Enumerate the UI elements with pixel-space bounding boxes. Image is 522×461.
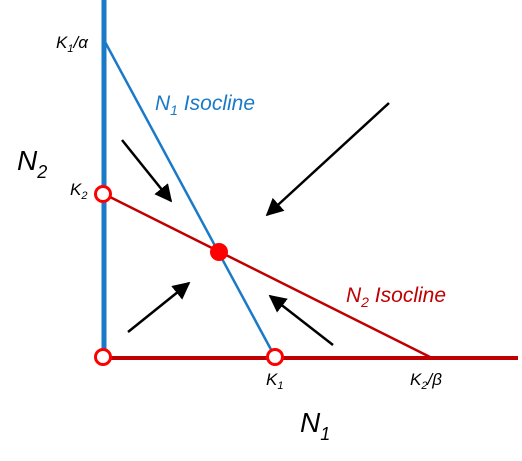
- stable-equilibrium: [210, 243, 228, 261]
- label-k2: K2: [70, 180, 87, 202]
- label-k1: K1: [266, 370, 283, 392]
- arrow-bottom-right: [268, 294, 334, 346]
- n2-isocline-line: [103, 192, 431, 359]
- unstable-equilibrium-origin: [94, 348, 112, 366]
- label-k1-over-alpha: K1/α: [56, 33, 89, 55]
- label-n1-isocline: N1 Isocline: [155, 92, 255, 118]
- arrow-bottom-left: [127, 281, 191, 333]
- label-k2-over-beta: K2/β: [410, 370, 442, 392]
- arrow-top-left: [121, 139, 173, 203]
- unstable-equilibrium-k2: [94, 185, 112, 203]
- n1-isocline-line: [102, 39, 277, 358]
- y-axis-label: N2: [17, 145, 47, 182]
- unstable-equilibrium-k1: [266, 348, 284, 366]
- x-axis-label: N1: [300, 407, 330, 444]
- label-n2-isocline: N2 Isocline: [346, 284, 446, 310]
- arrow-top-right: [265, 102, 390, 217]
